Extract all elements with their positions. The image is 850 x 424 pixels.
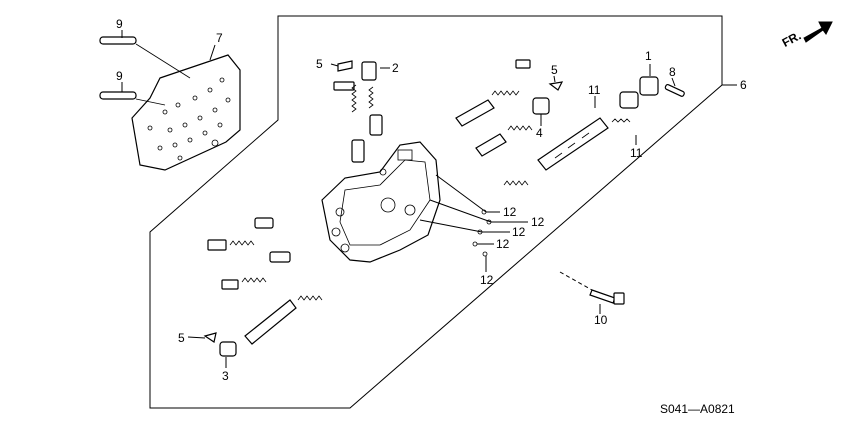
callout-3: 3 [222,369,229,383]
front-direction-arrow-icon [803,21,833,43]
valve-body [321,141,441,263]
mounting-bolt-10 [589,289,625,305]
seal-plate-right [515,59,531,69]
callout-5-upper-left: 5 [316,57,323,71]
callout-5-upper-right: 5 [551,63,558,77]
valve-sleeve-1 [619,91,639,109]
spring-small-11 [611,118,631,123]
spring-right-low [503,180,529,186]
dowel-pin-upper [99,36,137,45]
spring-left-c [297,295,323,301]
valve-cap-2 [361,61,377,81]
spring-left-b [241,277,267,283]
direction-label: FR. [780,28,804,49]
seal-plate-left-b [221,279,239,290]
leader-lines [121,30,737,368]
callout-11-upper: 11 [588,83,601,97]
assembly-frame [149,15,723,409]
valve-cap-3 [219,341,237,357]
callout-2: 2 [392,61,399,75]
valve-cap-1 [639,76,659,96]
callout-10: 10 [594,313,608,327]
valve-spool-left-b [269,251,291,263]
callout-1: 1 [645,49,652,63]
valve-spool-left-c [244,299,297,345]
callout-7: 7 [216,31,223,45]
retainer-clip-5-upper [548,81,564,91]
callout-9-lower: 9 [116,69,123,83]
spring-upper-left [351,84,357,113]
callout-12-a: 12 [503,205,517,219]
shift-valve-spool [537,117,609,171]
valve-sleeve-4 [532,97,550,115]
spring-right-top [491,90,520,96]
callout-5-lower: 5 [178,331,185,345]
dowel-pin-lower [99,91,137,100]
callout-12-e: 12 [480,273,494,287]
valve-spool-left-a [254,217,274,229]
seal-plate-left-a [207,239,227,251]
callout-12-d: 12 [496,237,510,251]
retainer-clip-5 [337,60,353,72]
callout-9-upper: 9 [116,17,123,31]
valve-spool-right-b [475,133,507,157]
callout-12-b: 12 [531,215,545,229]
callout-12-c: 12 [512,225,526,239]
spring-upper-mid [368,86,374,109]
callout-11-lower: 11 [630,146,643,160]
callout-6: 6 [740,78,747,92]
retainer-clip-5-lower [203,332,217,343]
callout-4: 4 [536,126,543,140]
separator-plate [131,54,241,171]
diagram-code: S041—A0821 [660,402,735,416]
seal-plate [333,81,355,91]
roller-pin-8 [664,84,685,97]
callout-8: 8 [669,65,676,79]
spring-left-a [229,240,255,246]
valve-spool-upper-b [351,139,365,163]
valve-spool-upper-a [369,114,383,136]
spring-right-mid [507,125,533,131]
valve-spool-right-a [455,99,495,127]
